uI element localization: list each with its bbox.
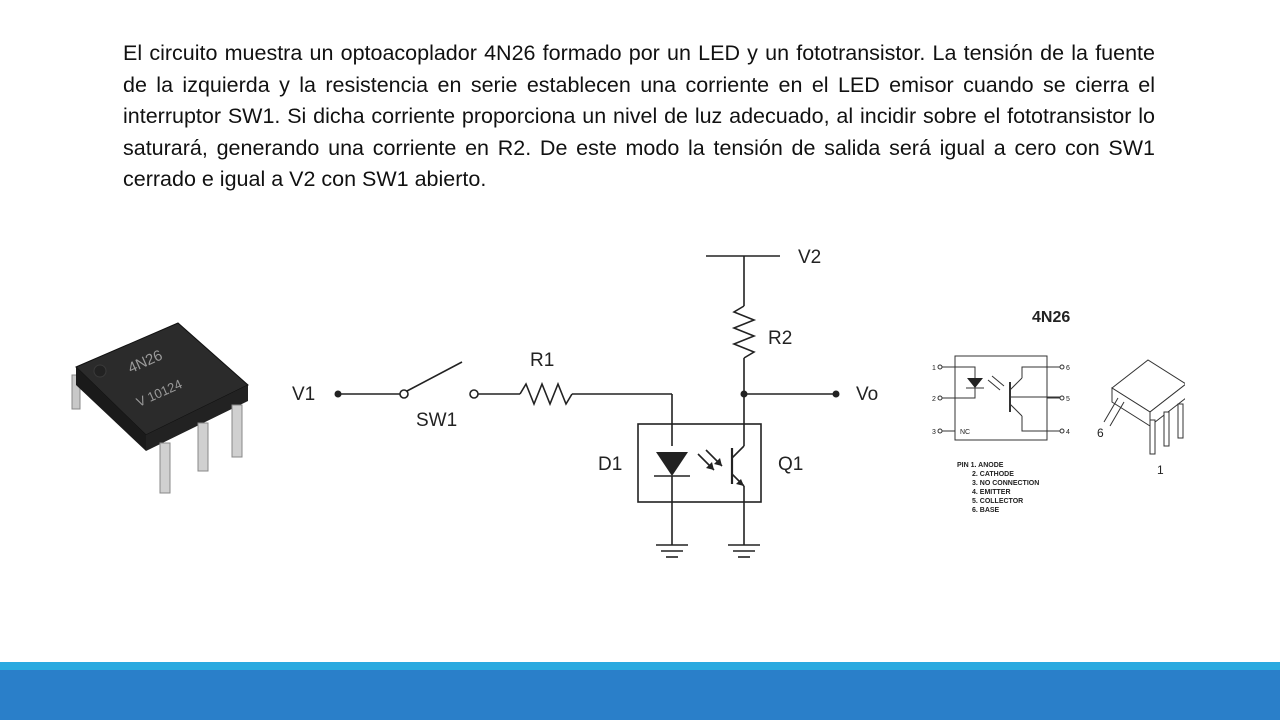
footer-accent-bar: [0, 662, 1280, 670]
label-r2: R2: [768, 328, 792, 349]
chip-pin: [159, 442, 171, 494]
package-pin-label: 6: [1097, 426, 1104, 440]
node-v1: [334, 390, 342, 398]
node-junction: [740, 390, 748, 398]
pinout-led-icon: [967, 378, 983, 388]
switch-contact: [469, 389, 479, 399]
pin-legend-item: 3. NO CONNECTION: [972, 480, 1039, 487]
resistor-r1-symbol: [519, 381, 573, 407]
pin-number: 2: [932, 396, 936, 403]
label-v2: V2: [798, 247, 821, 268]
description-paragraph: El circuito muestra un optoacoplador 4N2…: [123, 41, 1155, 191]
emitter-arrow-icon: [736, 479, 744, 486]
pin-number: 1: [932, 365, 936, 372]
circuit-schematic: V1 V2 Vo R1 R2 SW1 D1 Q1: [292, 247, 878, 558]
switch-lever: [406, 361, 463, 392]
label-d1: D1: [598, 454, 622, 475]
footer-bar: [0, 670, 1280, 720]
pinout-diagram: 4N26 1 2 3 NC 6 5 4 PIN 1. ANODE 2.: [932, 309, 1185, 514]
chip-body-front: [146, 385, 248, 451]
pin-number: 6: [1066, 365, 1070, 372]
chip-photo: 4N26 V 10124: [71, 322, 249, 494]
transistor-collector: [731, 445, 745, 459]
pin-legend-item: 2. CATHODE: [972, 471, 1014, 478]
pin-legend-item: 4. EMITTER: [972, 489, 1011, 496]
resistor-r2-symbol: [731, 305, 757, 359]
pin-nc-label: NC: [960, 429, 970, 436]
pin-legend-item: 6. BASE: [972, 507, 1000, 514]
chip-pin: [231, 404, 243, 458]
label-r1: R1: [530, 350, 554, 371]
label-vo: Vo: [856, 384, 878, 405]
node-vo: [832, 390, 840, 398]
package-pin: [1149, 419, 1156, 455]
package-pin-label: 1: [1157, 463, 1164, 477]
label-v1: V1: [292, 384, 315, 405]
switch-contact: [399, 389, 409, 399]
package-pin: [1163, 411, 1170, 447]
label-sw1: SW1: [416, 410, 457, 431]
package-pin: [1177, 403, 1184, 439]
pin-number: 5: [1066, 396, 1070, 403]
pinout-title: 4N26: [1032, 309, 1070, 326]
pin-number: 4: [1066, 429, 1070, 436]
chip-body-side: [76, 367, 146, 451]
optocoupler-box: [637, 423, 762, 503]
chip-body-top: [75, 322, 249, 436]
pin-legend-item: 5. COLLECTOR: [972, 498, 1023, 505]
label-q1: Q1: [778, 454, 803, 475]
led-d1-icon: [656, 452, 688, 476]
chip-pin: [197, 422, 209, 472]
pin-number: 3: [932, 429, 936, 436]
pin-legend-item: PIN 1. ANODE: [957, 462, 1004, 469]
